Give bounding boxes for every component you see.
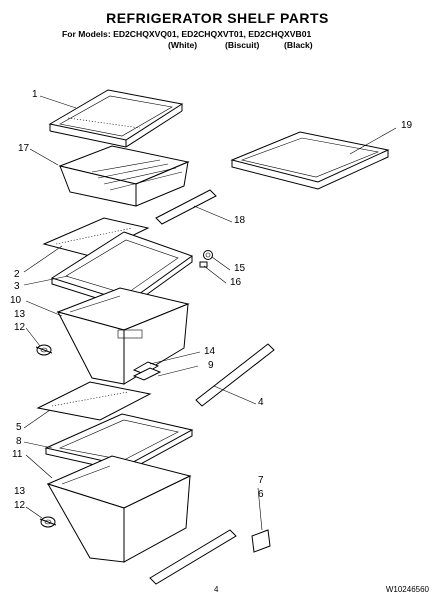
callout-10: 10 <box>10 295 22 306</box>
page-title: REFRIGERATOR SHELF PARTS <box>106 10 329 26</box>
part-17-deli-drawer <box>58 145 190 207</box>
callout-16: 16 <box>230 277 242 288</box>
models-line: For Models: ED2CHQXVQ01, ED2CHQXVT01, ED… <box>62 29 312 39</box>
variant-biscuit: (Biscuit) <box>225 40 260 50</box>
part-19-shelf <box>230 131 390 190</box>
callout-12-lower: 12 <box>14 500 26 511</box>
document-number: W10246560 <box>385 585 429 594</box>
variant-white: (White) <box>168 40 198 50</box>
callout-5: 5 <box>16 422 22 433</box>
callout-14: 14 <box>204 346 216 357</box>
callout-6: 6 <box>258 489 264 500</box>
callout-9: 9 <box>208 360 214 371</box>
variant-black: (Black) <box>284 40 313 50</box>
part-5-glass <box>36 381 152 421</box>
callout-4: 4 <box>258 397 264 408</box>
callout-11: 11 <box>12 449 23 460</box>
part-12-13-upper-knob <box>35 344 53 356</box>
part-4-rail <box>195 343 275 407</box>
leader-lines <box>23 95 397 531</box>
part-1-shelf <box>48 89 184 148</box>
part-18-rail <box>155 189 217 225</box>
part-10-crisper-drawer <box>56 287 190 385</box>
callout-3: 3 <box>14 281 20 292</box>
callout-13-upper: 13 <box>14 309 26 320</box>
callout-7: 7 <box>258 475 264 486</box>
callout-18: 18 <box>234 215 246 226</box>
part-15-16-fittings <box>199 250 213 268</box>
page-number: 4 <box>214 585 219 594</box>
part-11-crisper-drawer <box>46 455 192 563</box>
callout-15: 15 <box>234 263 246 274</box>
callout-17: 17 <box>18 143 30 154</box>
callout-8: 8 <box>16 436 22 447</box>
part-14-9-clips <box>132 361 162 381</box>
part-7-rail <box>149 529 237 585</box>
part-12-13-lower-knob <box>39 516 57 528</box>
callout-12-upper: 12 <box>14 322 26 333</box>
part-6-bracket <box>251 529 271 553</box>
callout-13-lower: 13 <box>14 486 26 497</box>
callout-2: 2 <box>14 269 20 280</box>
part-2-glass <box>42 217 150 257</box>
callout-19: 19 <box>401 120 413 131</box>
callout-1: 1 <box>32 89 38 100</box>
